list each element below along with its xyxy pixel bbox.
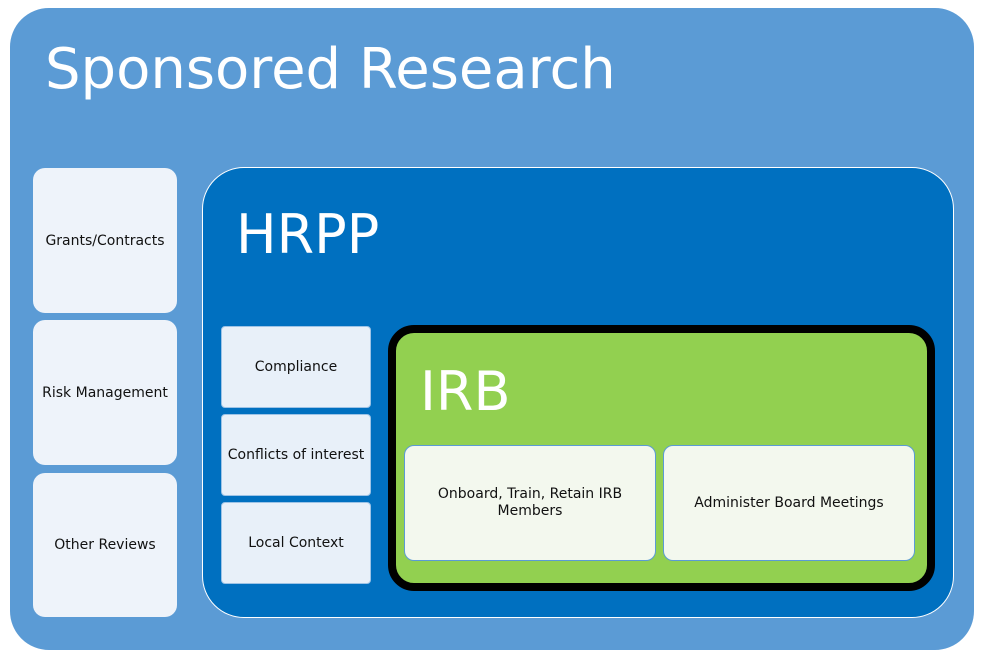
- sponsored-research-title: Sponsored Research: [45, 37, 616, 102]
- other-reviews-box: Other Reviews: [33, 473, 177, 617]
- irb-title: IRB: [420, 360, 511, 423]
- risk-management-box: Risk Management: [33, 320, 177, 465]
- grants-contracts-box: Grants/Contracts: [33, 168, 177, 313]
- compliance-box: Compliance: [221, 326, 371, 408]
- local-context-box: Local Context: [221, 502, 371, 584]
- hrpp-title: HRPP: [236, 203, 380, 266]
- conflicts-of-interest-box: Conflicts of interest: [221, 414, 371, 496]
- onboard-train-retain-box: Onboard, Train, Retain IRB Members: [404, 445, 656, 561]
- administer-board-meetings-box: Administer Board Meetings: [663, 445, 915, 561]
